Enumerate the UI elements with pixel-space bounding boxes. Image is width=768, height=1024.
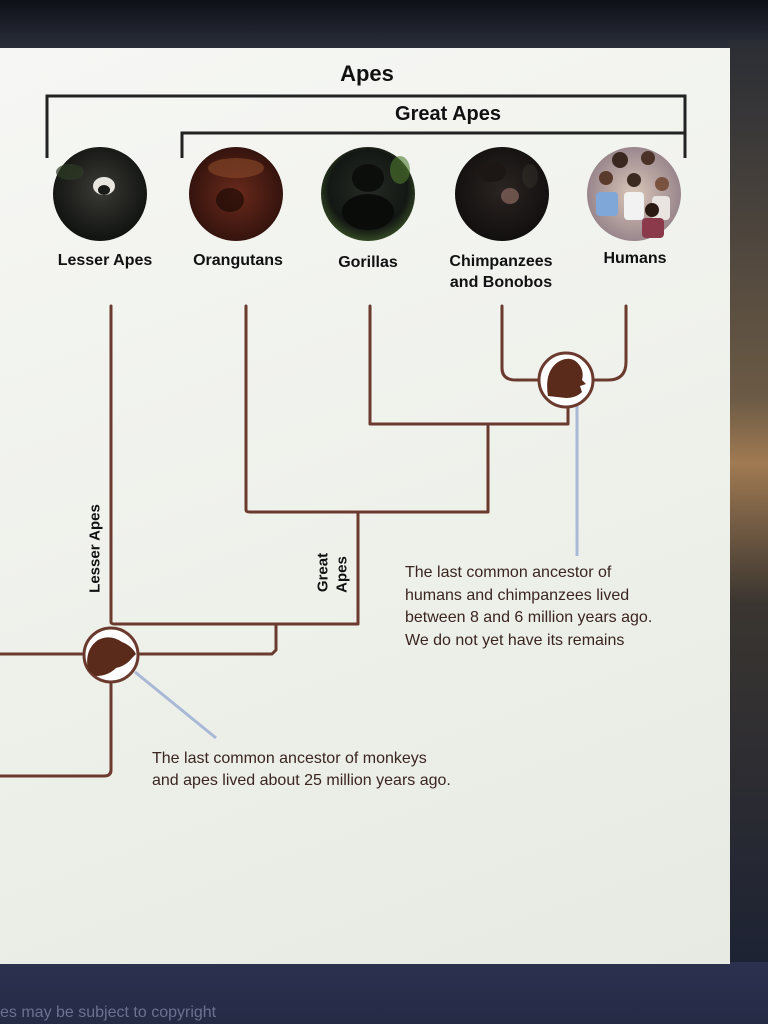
species-label-chimpanzees-line1: Chimpanzees <box>449 253 553 270</box>
branch-monkeys <box>0 678 113 778</box>
species-label-lesser-apes: Lesser Apes <box>57 252 153 269</box>
phylogenetic-tree <box>0 94 687 778</box>
monkey-ape-ancestor-node <box>82 626 140 684</box>
note-monkey-ape-line1: The last common ancestor of monkeys <box>152 750 427 767</box>
chimpanzee-photo <box>455 147 549 241</box>
branch-gorillas <box>368 304 570 426</box>
branch-great-to-root <box>136 622 278 656</box>
note-human-chimp-line2: humans and chimpanzees lived <box>405 587 630 604</box>
diagram-slide: Apes Great Apes Lesser Apes Orangutans G… <box>0 48 730 964</box>
branch-label-lesser-apes: Lesser Apes <box>86 504 104 593</box>
great-apes-heading: Great Apes <box>395 103 501 125</box>
gorilla-photo <box>321 147 415 241</box>
species-label-gorillas: Gorillas <box>338 254 398 271</box>
branch-orangutans <box>244 304 490 514</box>
species-label-orangutans: Orangutans <box>193 252 283 269</box>
pointer-line-monkey-ape <box>134 670 217 740</box>
species-label-chimpanzees-line2: and Bonobos <box>449 274 553 291</box>
note-monkey-ape-line2: and apes lived about 25 million years ag… <box>152 772 451 789</box>
screen-bezel-bottom <box>0 962 768 1024</box>
apes-heading: Apes <box>340 61 394 86</box>
great-apes-bracket <box>180 131 687 158</box>
species-label-humans: Humans <box>603 250 667 267</box>
orangutan-photo <box>189 147 283 241</box>
gibbon-photo <box>53 147 147 241</box>
branch-label-great-apes-line2: Apes <box>333 556 351 593</box>
branch-lesser-apes <box>109 304 360 626</box>
note-human-chimp-line3: between 8 and 6 million years ago. <box>405 609 653 626</box>
copyright-notice: es may be subject to copyright <box>0 1004 217 1021</box>
human-chimp-ancestor-node <box>537 351 595 409</box>
branch-chimpanzees <box>500 304 542 382</box>
tree-branches <box>0 304 628 778</box>
screen-bezel-right <box>728 40 768 980</box>
apes-bracket <box>45 94 687 158</box>
note-human-chimp-line1: The last common ancestor of <box>405 564 612 581</box>
screen-bezel-top <box>0 0 768 50</box>
branch-humans <box>590 304 628 382</box>
branch-label-great-apes-line1: Great <box>314 552 332 593</box>
note-human-chimp-line4: We do not yet have its remains <box>405 632 625 649</box>
humans-photo <box>587 147 681 241</box>
